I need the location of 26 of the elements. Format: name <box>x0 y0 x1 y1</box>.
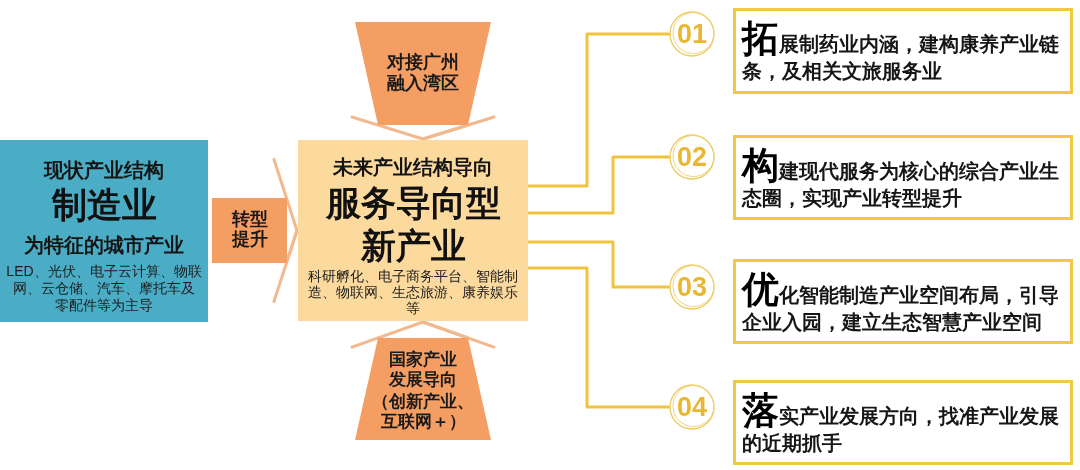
text-box: 拓展制药业内涵，建构康养产业链条，及相关文旅服务业 <box>733 8 1073 94</box>
chevron-arrow <box>272 158 299 303</box>
panel-body: LED、光伏、电子云计算、物联网、云仓储、汽车、摩托车及零配件等为主导 <box>6 263 202 314</box>
info-panel <box>298 140 528 321</box>
panel-body: 科研孵化、电子商务平台、智能制造、物联网、生态旅游、康养娱乐等 <box>307 268 519 317</box>
trapezoid-note: （创新产业、互联网＋） <box>371 391 475 432</box>
trapezoid-label: 对接广州融入湾区 <box>385 52 460 94</box>
number-circle: 01 <box>669 11 715 57</box>
trapezoid-label: 国家产业发展导向 <box>388 350 458 390</box>
chevron-arrow <box>350 115 496 141</box>
number-circle: 02 <box>669 134 715 180</box>
panel-title: 制造业 <box>50 185 158 225</box>
process-box: 转型提升 <box>212 198 287 263</box>
number-circle: 04 <box>669 384 715 430</box>
number-circle: 03 <box>669 264 715 310</box>
text-box: 优化智能制造产业空间布局，引导企业入园，建立生态智慧产业空间 <box>733 259 1073 344</box>
panel-heading: 现状产业结构 <box>42 158 165 181</box>
panel-title: 服务导向型新产业 <box>324 182 502 267</box>
text-box: 落实产业发展方向，找准产业发展的近期抓手 <box>733 380 1073 465</box>
info-panel <box>0 140 208 322</box>
panel-heading: 未来产业结构导向 <box>332 156 494 178</box>
trapezoid-box <box>355 22 491 125</box>
chevron-arrow <box>350 320 496 349</box>
panel-subtitle: 为特征的城市产业 <box>23 234 185 256</box>
text-box: 构建现代服务为核心的综合产业生态圈，实现产业转型提升 <box>733 135 1073 220</box>
trapezoid-box <box>355 338 491 440</box>
